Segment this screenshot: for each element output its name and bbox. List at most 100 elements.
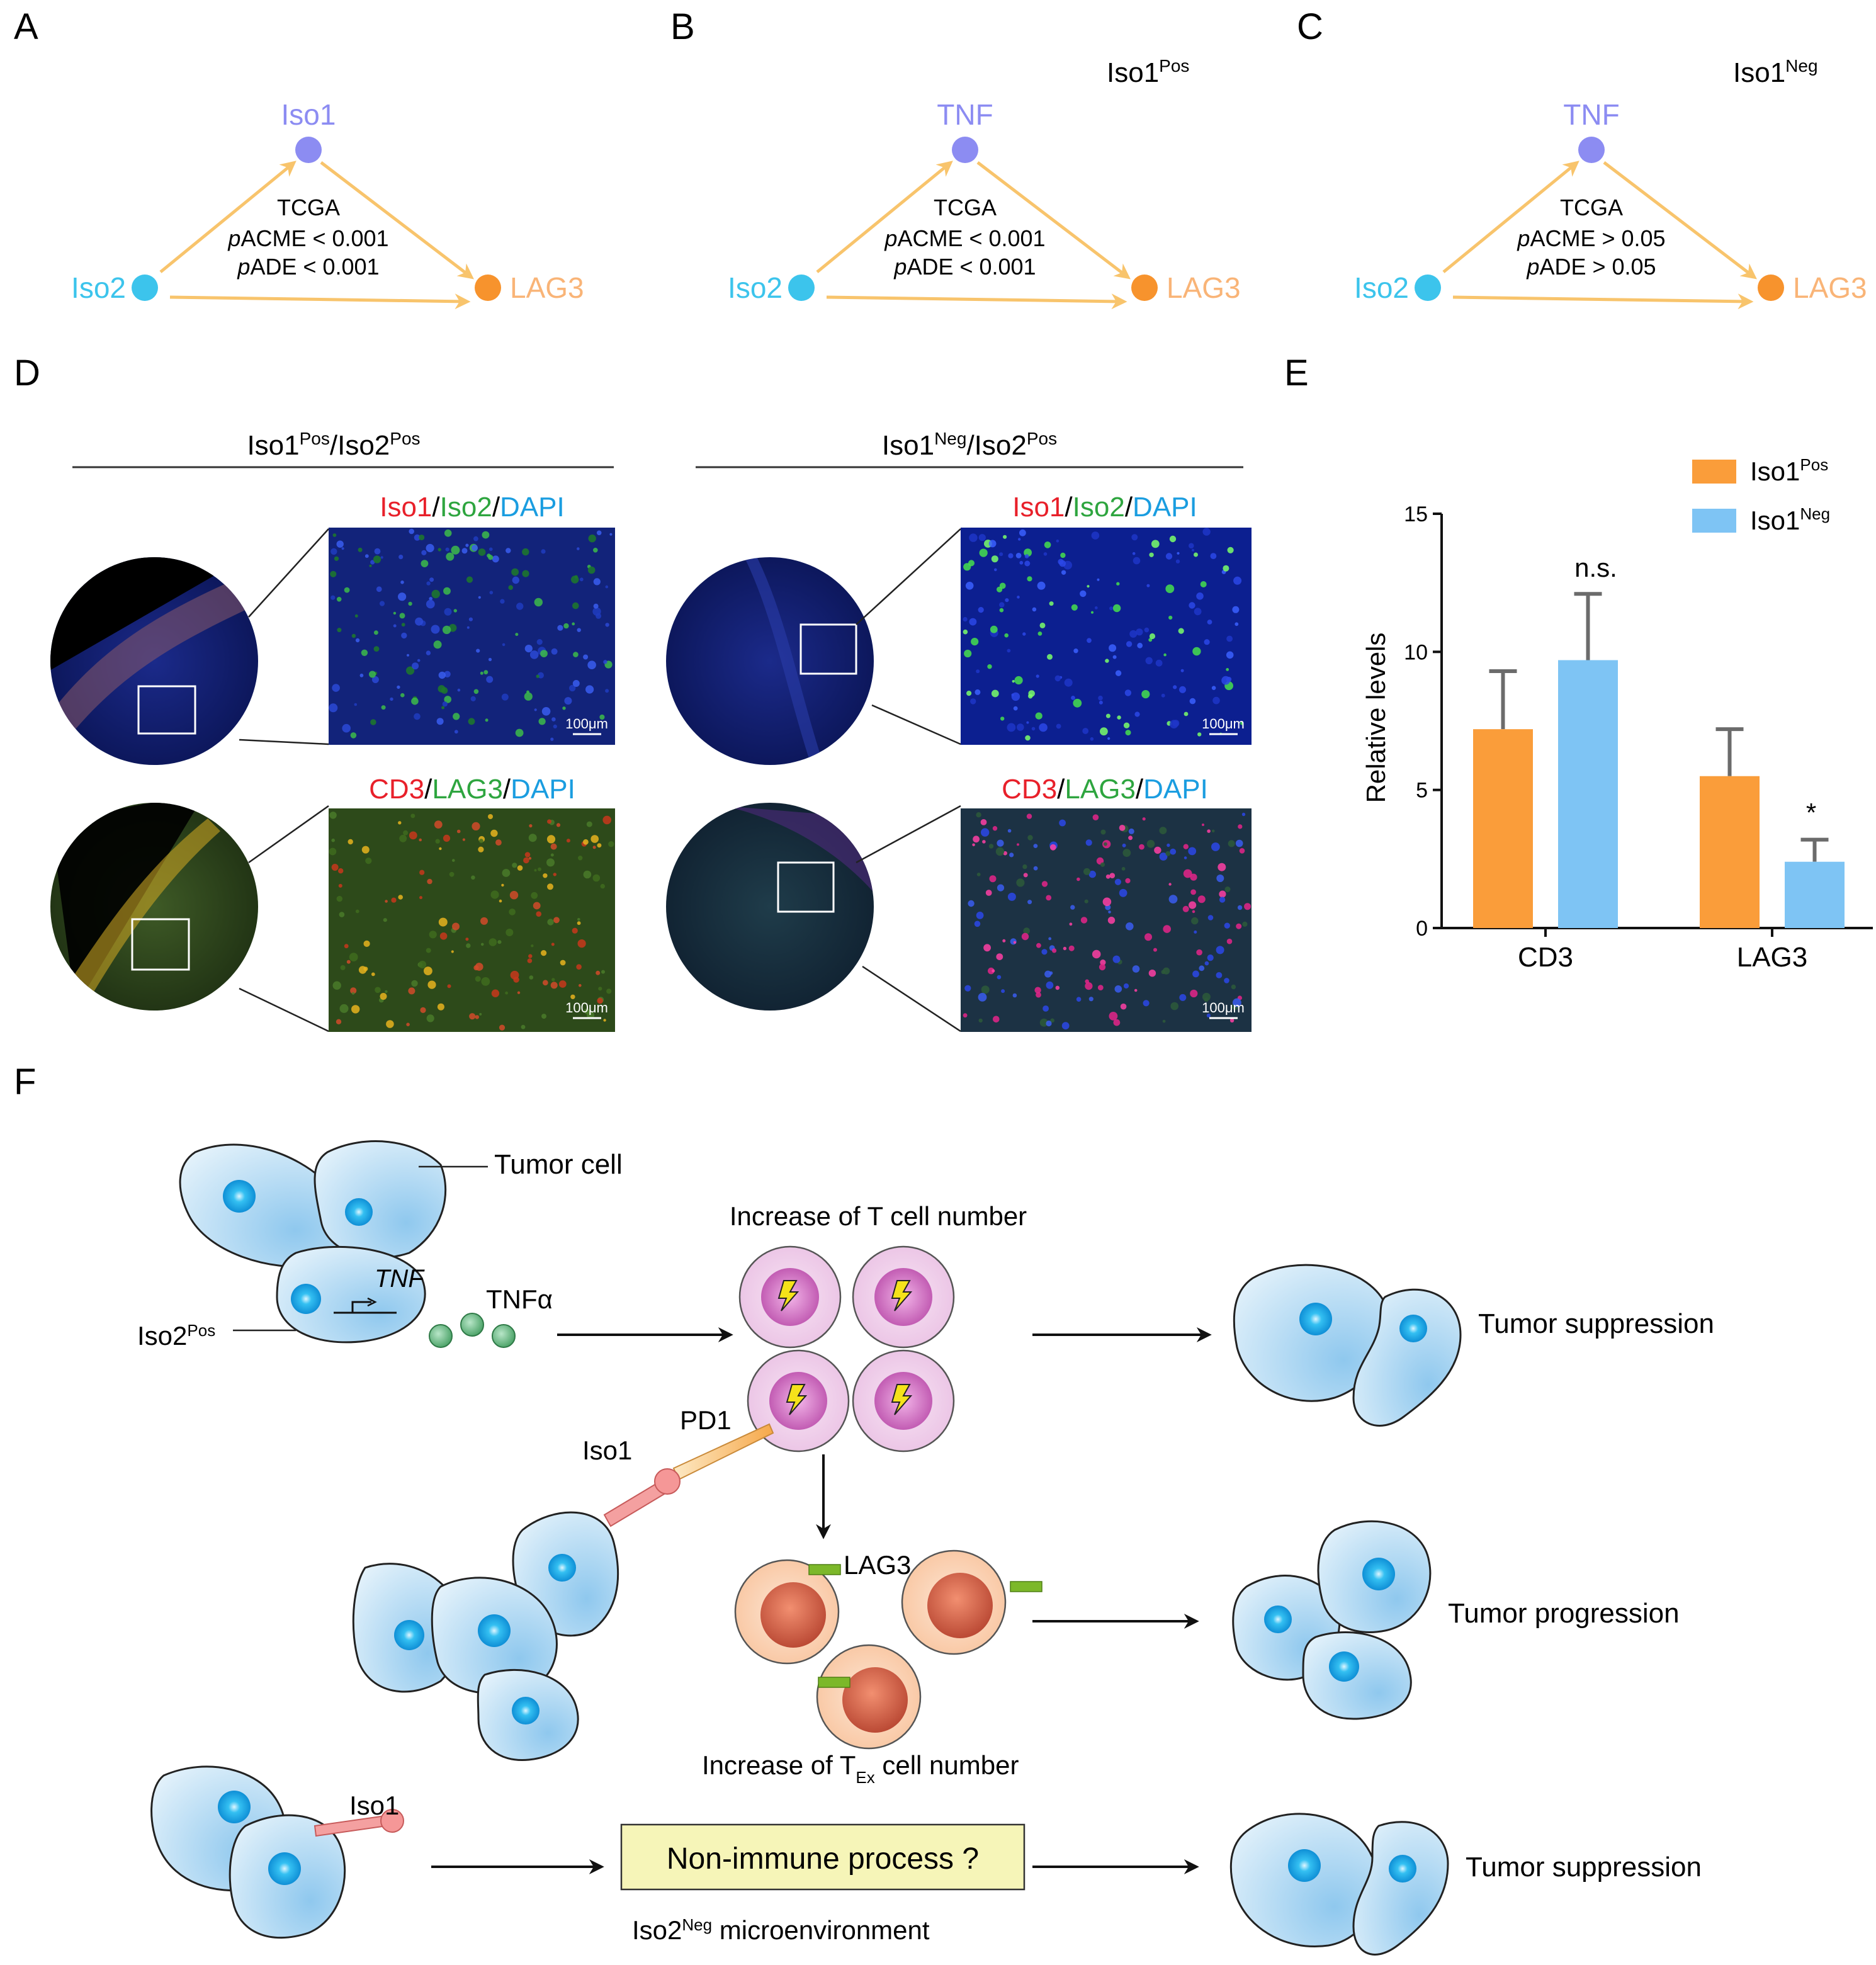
nucleus xyxy=(268,1852,301,1885)
cell-signal-dot xyxy=(1235,622,1239,626)
cell-signal-dot xyxy=(481,977,490,986)
cell-signal-dot xyxy=(1032,607,1037,612)
cell-signal-dot xyxy=(1199,965,1205,971)
cell-signal-dot xyxy=(1021,932,1029,941)
cell-signal-dot xyxy=(351,1005,360,1014)
cell-signal-dot xyxy=(488,814,493,819)
cell-signal-dot xyxy=(434,820,443,829)
cell-signal-dot xyxy=(473,689,479,694)
cell-signal-dot xyxy=(1229,1018,1235,1023)
cell-signal-dot xyxy=(1216,946,1224,954)
cell-signal-dot xyxy=(1022,864,1027,869)
group-label-sup: Pos xyxy=(1159,56,1189,76)
cell-signal-dot xyxy=(1016,878,1025,887)
mediator-label: TNF xyxy=(937,98,993,131)
cell-signal-dot xyxy=(501,693,509,701)
cell-signal-dot xyxy=(1179,686,1186,693)
edge-mediator-to-target xyxy=(320,161,474,280)
cell-signal-dot xyxy=(350,732,357,739)
cell-signal-dot xyxy=(358,966,367,974)
cell-signal-dot xyxy=(597,997,603,1004)
iso1-ligand-head xyxy=(380,1809,404,1833)
cell-signal-dot xyxy=(608,841,614,847)
edge-direct xyxy=(826,293,1127,310)
cell-signal-dot xyxy=(1069,922,1073,926)
cell-signal-dot xyxy=(420,1007,426,1013)
stain-label-bottom-left: CD3/LAG3/DAPI xyxy=(369,774,575,805)
target-label: LAG3 xyxy=(1167,271,1241,304)
cell-signal-dot xyxy=(515,728,524,737)
cell-signal-dot xyxy=(1054,675,1061,682)
cell-signal-dot xyxy=(976,669,980,674)
iso2neg-label: Iso2Neg microenvironment xyxy=(632,1915,930,1945)
cell-signal-dot xyxy=(1028,694,1033,699)
cell-signal-dot xyxy=(330,570,337,577)
lag3-receptor xyxy=(808,1564,841,1575)
lag3-label: LAG3 xyxy=(844,1550,911,1580)
mediator-node xyxy=(295,137,322,163)
cell-signal-dot xyxy=(386,1020,394,1028)
tumor-cell-cluster-bottom xyxy=(150,1765,346,1939)
cell-signal-dot xyxy=(1104,842,1107,846)
cell-signal-dot xyxy=(1017,843,1019,846)
cell-signal-dot xyxy=(1009,852,1014,858)
nucleus xyxy=(1288,1849,1321,1882)
micrograph-iso-left xyxy=(329,528,615,745)
cell-signal-dot xyxy=(443,834,451,842)
cell-signal-dot xyxy=(1109,644,1117,652)
cell-signal-dot xyxy=(499,899,502,903)
cell-signal-dot xyxy=(466,943,471,948)
cell-signal-dot xyxy=(499,1024,506,1031)
cell-signal-dot xyxy=(1148,638,1153,642)
cell-signal-dot xyxy=(1197,895,1206,903)
cell-signal-dot xyxy=(1027,900,1032,905)
cell-signal-dot xyxy=(1099,963,1106,971)
tumor-cells-outcome1 xyxy=(1233,1264,1462,1427)
cell-signal-dot xyxy=(354,703,358,706)
t-cell-increase-label: Increase of T cell number xyxy=(730,1201,1027,1231)
cell-signal-dot xyxy=(1244,903,1252,910)
cell-signal-dot xyxy=(993,1016,1000,1023)
edge-mediator-to-target xyxy=(1603,161,1757,280)
mediator-label: Iso1 xyxy=(281,98,336,131)
cell-signal-dot xyxy=(536,674,540,678)
zoom-box-4 xyxy=(777,861,835,913)
source-node xyxy=(132,275,158,301)
cell-signal-dot xyxy=(528,954,533,958)
cell-signal-dot xyxy=(1024,554,1029,558)
cell-signal-dot xyxy=(419,869,425,875)
cell-signal-dot xyxy=(465,543,469,547)
cell-signal-dot xyxy=(1204,997,1209,1002)
cell-signal-dot xyxy=(1237,905,1243,910)
activation-bolt-icon xyxy=(891,1384,913,1415)
cell-signal-dot xyxy=(509,909,516,915)
cell-signal-dot xyxy=(963,629,968,635)
cell-signal-dot xyxy=(981,828,990,837)
nucleus xyxy=(1329,1651,1359,1682)
cell-signal-dot xyxy=(408,987,415,995)
cell-signal-dot xyxy=(547,883,553,890)
cell-signal-dot xyxy=(438,917,448,927)
cell-signal-dot xyxy=(1059,819,1066,827)
cell-signal-dot xyxy=(412,662,419,670)
cell-signal-dot xyxy=(1090,737,1094,741)
cell-signal-dot xyxy=(1231,984,1236,990)
cell-signal-dot xyxy=(980,819,987,825)
cell-signal-dot xyxy=(1048,937,1052,941)
cell-signal-dot xyxy=(566,839,570,843)
cell-signal-dot xyxy=(1085,982,1093,990)
cell-signal-dot xyxy=(1007,892,1016,901)
exhausted-t-cell-nucleus xyxy=(842,1667,908,1733)
model-schematic: F TNF Tumor cell Iso2Pos TNFα Increase o… xyxy=(14,1062,1714,1956)
cell-signal-dot xyxy=(489,938,497,946)
cell-signal-dot xyxy=(1216,972,1223,978)
cell-signal-dot xyxy=(1170,1002,1178,1011)
outcome-label-3: Tumor suppression xyxy=(1466,1852,1702,1883)
cell-signal-dot xyxy=(1134,711,1140,717)
cell-signal-dot xyxy=(1019,560,1024,565)
cell-signal-dot xyxy=(1137,642,1143,648)
lag3-receptor xyxy=(818,1677,850,1688)
cell-signal-dot xyxy=(1109,1012,1118,1021)
tumor-cell-cluster-top xyxy=(179,1140,447,1344)
